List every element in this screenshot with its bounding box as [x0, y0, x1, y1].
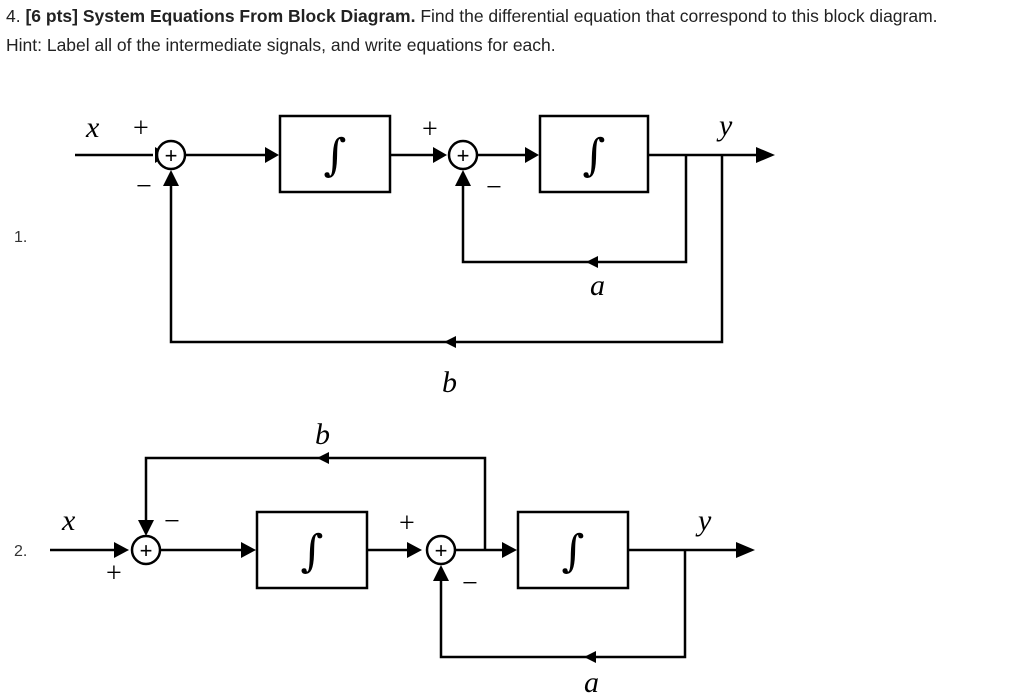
- question-title: System Equations From Block Diagram.: [82, 6, 416, 26]
- d1-sum2-symbol: +: [457, 143, 470, 168]
- d1-gain-b: b: [442, 366, 457, 399]
- d1-sum1-minus-sign: −: [136, 171, 152, 202]
- d2-arrow-sum2: [407, 542, 422, 558]
- d2-feedback-a-wire: [439, 550, 687, 659]
- d2-gain-a: a: [584, 666, 599, 699]
- d2-sum2-plus-sign: +: [399, 508, 415, 539]
- d1-output-label: y: [716, 109, 733, 142]
- d1-arrow-sum2: [433, 147, 447, 163]
- d2-feedback-b-arrow: [138, 520, 154, 536]
- d2-input-arrow: [114, 542, 129, 558]
- d1-feedback-a-arrow: [455, 170, 471, 186]
- question-line-1: 4. [6 pts] System Equations From Block D…: [6, 2, 1016, 31]
- d1-arrow-int1: [265, 147, 279, 163]
- d2-feedback-a-arrow: [433, 565, 449, 581]
- d1-sum2-minus-sign: −: [486, 172, 502, 203]
- d2-output-label: y: [695, 504, 712, 537]
- d2-sum2-minus-sign: −: [462, 568, 478, 599]
- d2-feedback-b-direction: [317, 452, 329, 464]
- d2-gain-b: b: [315, 418, 330, 451]
- d1-feedback-b-direction: [444, 336, 456, 348]
- diagram-2: x + − + ∫ + − + ∫ y b: [50, 418, 755, 699]
- d1-sum1-plus-sign: +: [133, 113, 149, 144]
- question-points: [6 pts]: [25, 6, 78, 26]
- d2-integrator-2-symbol: ∫: [562, 526, 585, 577]
- d1-input-label: x: [85, 111, 100, 144]
- d1-sum1-symbol: +: [165, 143, 178, 168]
- d1-feedback-a-direction: [586, 256, 598, 268]
- d2-arrow-int2: [502, 542, 517, 558]
- d1-integrator-1-symbol: ∫: [324, 130, 347, 181]
- d2-feedback-b-wire: [144, 456, 487, 550]
- d2-sum2-symbol: +: [435, 538, 448, 563]
- question-prompt: Find the differential equation that corr…: [420, 6, 938, 26]
- d1-integrator-2-symbol: ∫: [583, 130, 606, 181]
- d2-sum1-minus-sign: −: [164, 506, 180, 537]
- d1-gain-a: a: [590, 269, 605, 302]
- d2-arrow-int1: [241, 542, 256, 558]
- d2-sum1-plus-sign: +: [106, 558, 122, 589]
- diagram-1-number: 1.: [14, 229, 28, 246]
- d1-feedback-a-wire: [461, 155, 688, 264]
- d2-sum1-symbol: +: [140, 538, 153, 563]
- d1-sum2-plus-sign: +: [422, 114, 438, 145]
- d1-integrator-1: [278, 114, 392, 194]
- d2-feedback-a-direction: [584, 651, 596, 663]
- d1-output-arrow: [756, 147, 775, 163]
- question-number: 4.: [6, 6, 21, 26]
- d2-output-arrow: [736, 542, 755, 558]
- diagram-1: x + − + ∫ + − + ∫ y a: [75, 109, 775, 399]
- d1-arrow-int2: [525, 147, 539, 163]
- d2-input-label: x: [61, 504, 76, 537]
- question-hint: Hint: Label all of the intermediate sign…: [6, 35, 556, 55]
- diagram-2-number: 2.: [14, 543, 28, 560]
- d1-feedback-b-arrow: [163, 170, 179, 186]
- d2-integrator-1-symbol: ∫: [301, 526, 324, 577]
- question-text: 4. [6 pts] System Equations From Block D…: [6, 2, 1016, 60]
